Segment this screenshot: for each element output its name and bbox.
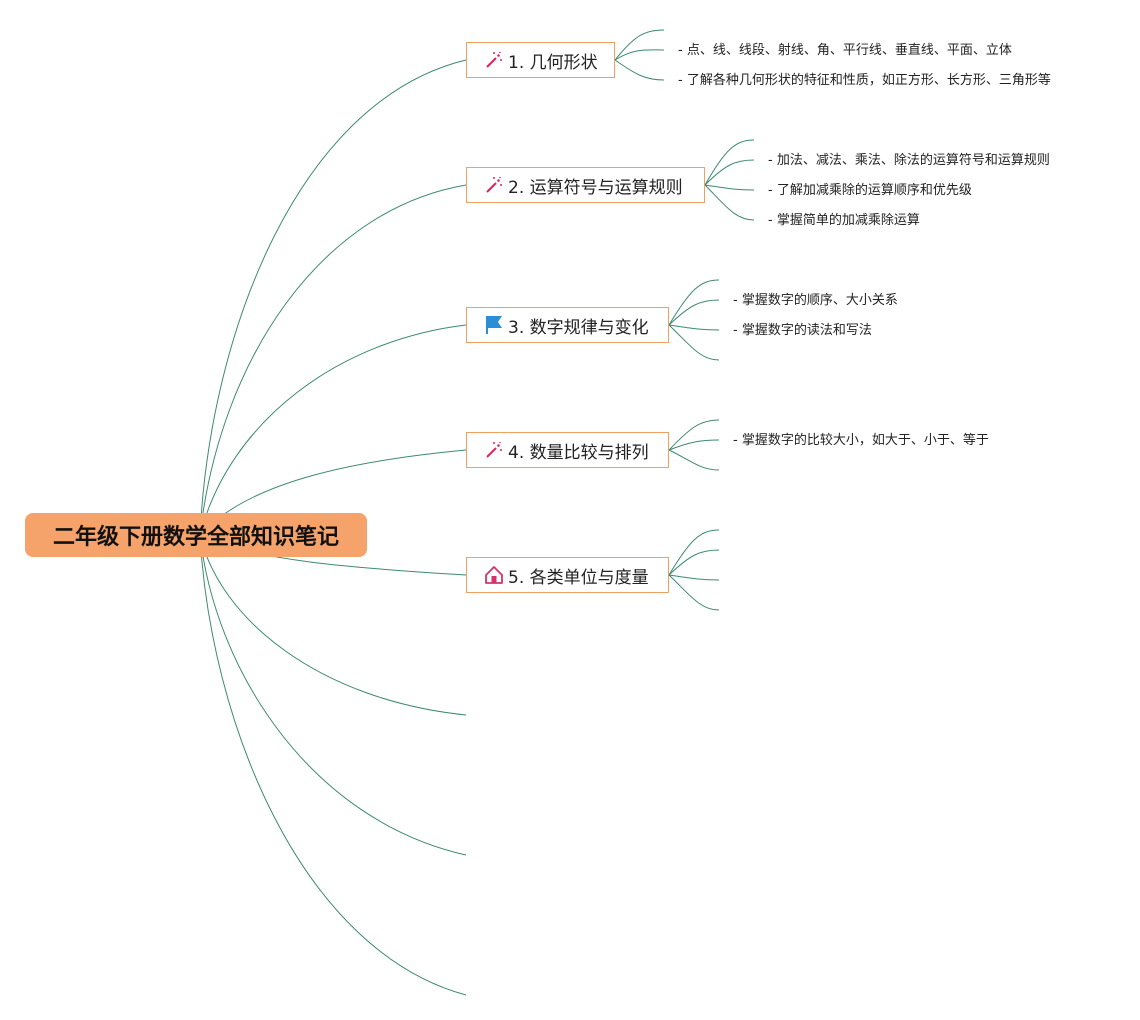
topic-label-3: 3. 数字规律与变化 bbox=[508, 317, 649, 338]
connector-t3-b4 bbox=[668, 324, 720, 361]
topic-4-item-1: - 掌握数字的比较大小，如大于、小于、等于 bbox=[733, 433, 989, 448]
magic-wand-icon bbox=[483, 174, 505, 196]
flag-icon bbox=[483, 314, 505, 336]
connector-t2-b4 bbox=[704, 184, 755, 221]
connector-root-empty-6 bbox=[199, 534, 467, 716]
topic-node-5[interactable]: 5. 各类单位与度量 bbox=[466, 557, 669, 593]
connector-t1-b1 bbox=[614, 29, 665, 61]
connector-t2-b1 bbox=[704, 139, 755, 186]
connector-t4-b2 bbox=[668, 439, 720, 451]
connector-t5-b2 bbox=[668, 549, 720, 576]
topic-2-item-3: - 掌握简单的加减乘除运算 bbox=[768, 213, 920, 228]
topic-2-item-2: - 了解加减乘除的运算顺序和优先级 bbox=[768, 183, 972, 198]
topic-label-5: 5. 各类单位与度量 bbox=[508, 567, 649, 588]
topic-3-item-1: - 掌握数字的顺序、大小关系 bbox=[733, 293, 898, 308]
house-icon bbox=[483, 564, 505, 586]
magic-wand-icon bbox=[483, 439, 505, 461]
connector-root-empty-7 bbox=[199, 534, 467, 856]
topic-label-1: 1. 几何形状 bbox=[508, 52, 598, 73]
connector-root-empty-8 bbox=[199, 534, 467, 996]
root-node[interactable]: 二年级下册数学全部知识笔记 bbox=[25, 513, 367, 557]
magic-wand-icon bbox=[483, 49, 505, 71]
topic-2-item-1: - 加法、减法、乘法、除法的运算符号和运算规则 bbox=[768, 153, 1050, 168]
connector-root-topic-1 bbox=[199, 59, 467, 536]
connector-t1-b2 bbox=[614, 49, 665, 61]
topic-node-1[interactable]: 1. 几何形状 bbox=[466, 42, 615, 78]
topic-node-2[interactable]: 2. 运算符号与运算规则 bbox=[466, 167, 705, 203]
connector-t4-b1 bbox=[668, 419, 720, 451]
topic-label-4: 4. 数量比较与排列 bbox=[508, 442, 649, 463]
topic-node-4[interactable]: 4. 数量比较与排列 bbox=[466, 432, 669, 468]
topic-1-item-2: - 了解各种几何形状的特征和性质，如正方形、长方形、三角形等 bbox=[678, 73, 1051, 88]
connector-t3-b2 bbox=[668, 299, 720, 326]
connector-t4-b3 bbox=[668, 449, 720, 471]
connector-t5-b1 bbox=[668, 529, 720, 576]
topic-label-2: 2. 运算符号与运算规则 bbox=[508, 177, 683, 198]
connector-t3-b1 bbox=[668, 279, 720, 326]
connector-t1-b3 bbox=[614, 59, 665, 81]
topic-node-3[interactable]: 3. 数字规律与变化 bbox=[466, 307, 669, 343]
connector-root-topic-2 bbox=[199, 184, 467, 536]
connector-t3-b3 bbox=[668, 324, 720, 331]
connector-root-topic-3 bbox=[199, 324, 467, 536]
connector-t5-b3 bbox=[668, 574, 720, 581]
connector-t2-b2 bbox=[704, 159, 755, 186]
connector-t2-b3 bbox=[704, 184, 755, 191]
topic-3-item-2: - 掌握数字的读法和写法 bbox=[733, 323, 872, 338]
connector-t5-b4 bbox=[668, 574, 720, 611]
topic-1-item-1: - 点、线、线段、射线、角、平行线、垂直线、平面、立体 bbox=[678, 43, 1012, 58]
